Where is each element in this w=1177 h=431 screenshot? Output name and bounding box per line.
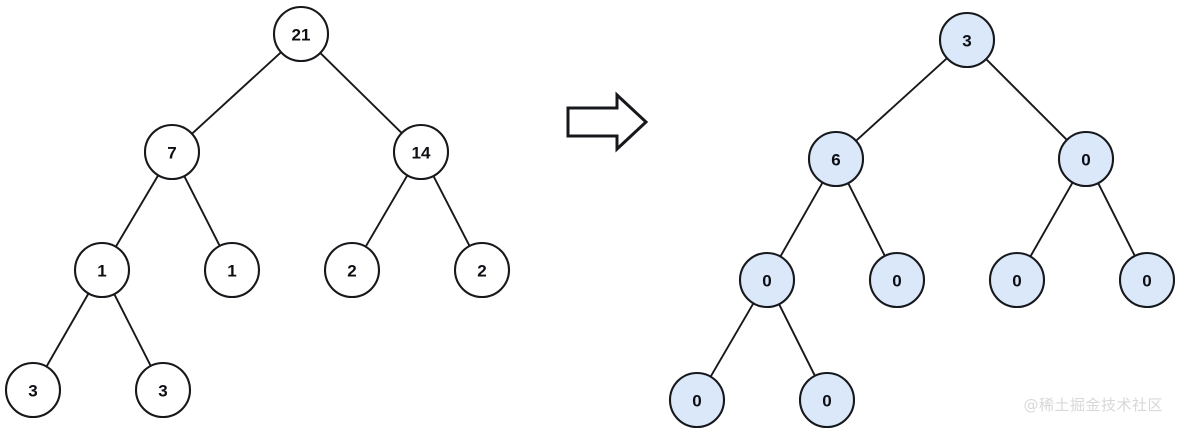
result-tree-node-label: 0 [1012,272,1021,291]
source-tree-node-label: 2 [347,262,356,281]
source-tree-edge [114,174,160,248]
source-tree-edges [45,51,471,368]
source-tree-node-label: 3 [158,382,167,401]
source-tree-node-circle[interactable] [134,361,192,419]
result-tree-node-label: 0 [1142,272,1151,291]
source-tree-node-circle[interactable] [323,241,381,299]
source-tree-nodes: 21 7 14 1 1 2 2 3 3 [4,5,511,419]
source-tree-node-label: 2 [477,262,486,281]
result-tree-edges [709,57,1136,378]
source-tree-edge [183,175,221,247]
source-tree-node-circle[interactable] [203,241,261,299]
result-tree-edge [1029,181,1074,258]
source-tree-edge [190,51,283,135]
result-tree-node[interactable]: 0 [738,251,796,309]
result-tree-node-circle[interactable] [668,371,726,429]
source-tree-node-label: 1 [97,262,106,281]
source-tree-node[interactable]: 2 [323,241,381,299]
source-tree-node-label: 7 [167,144,176,163]
result-tree-node-circle[interactable] [1118,251,1176,309]
source-tree-node-circle[interactable] [272,5,330,63]
source-tree-node-circle[interactable] [392,123,450,181]
result-tree-edge [985,58,1068,141]
result-tree-node-circle[interactable] [798,371,856,429]
result-tree-node[interactable]: 0 [798,371,856,429]
source-tree-edge [113,293,152,367]
result-tree-node-circle[interactable] [1057,130,1115,188]
result-tree-nodes: 3 6 0 0 0 0 0 0 0 [668,11,1176,429]
result-tree-node-label: 0 [1081,151,1090,170]
result-tree-node-label: 0 [692,392,701,411]
result-tree-node[interactable]: 0 [668,371,726,429]
source-tree-node-circle[interactable] [143,123,201,181]
result-tree-node[interactable]: 6 [807,130,865,188]
source-tree-node-label: 3 [28,382,37,401]
result-tree-edge [709,302,755,378]
source-tree-node[interactable]: 1 [203,241,261,299]
result-tree-node[interactable]: 0 [868,251,926,309]
result-tree-edge [778,303,816,377]
source-tree-edge [432,175,471,247]
result-tree-node-circle[interactable] [938,11,996,69]
source-tree-node-circle[interactable] [73,241,131,299]
result-tree-node[interactable]: 0 [1118,251,1176,309]
result-tree-node-label: 6 [831,151,840,170]
source-tree-node-label: 14 [412,144,431,163]
source-tree-node[interactable]: 1 [73,241,131,299]
source-tree-edge [319,51,403,135]
result-tree-node-circle[interactable] [738,251,796,309]
source-tree-node[interactable]: 7 [143,123,201,181]
source-tree-node[interactable]: 3 [4,361,62,419]
source-tree-edge [364,174,409,248]
result-tree-edge [855,57,948,142]
result-tree-node-label: 0 [762,272,771,291]
source-tree-node[interactable]: 2 [453,241,511,299]
transform-arrow [566,91,649,153]
result-tree-node[interactable]: 0 [1057,130,1115,188]
result-tree-node-label: 0 [822,392,831,411]
source-tree-node-label: 21 [292,26,311,45]
source-tree-edge [45,292,90,368]
result-tree-node[interactable]: 3 [938,11,996,69]
watermark-text: @稀土掘金技术社区 [1023,396,1163,414]
result-tree-node-label: 0 [892,272,901,291]
result-tree-node-label: 3 [962,32,971,51]
result-tree-node-circle[interactable] [868,251,926,309]
source-tree-node-circle[interactable] [4,361,62,419]
source-tree-node-label: 1 [227,262,236,281]
source-tree-node-circle[interactable] [453,241,511,299]
result-tree-node[interactable]: 0 [988,251,1046,309]
source-tree-node[interactable]: 14 [392,123,450,181]
result-tree-edge [847,182,886,257]
result-tree-edge [779,181,824,258]
source-tree-node[interactable]: 21 [272,5,330,63]
result-tree-node-circle[interactable] [988,251,1046,309]
source-tree-node[interactable]: 3 [134,361,192,419]
result-tree-edge [1097,182,1136,257]
result-tree-node-circle[interactable] [807,130,865,188]
arrow-right-icon [566,91,649,153]
